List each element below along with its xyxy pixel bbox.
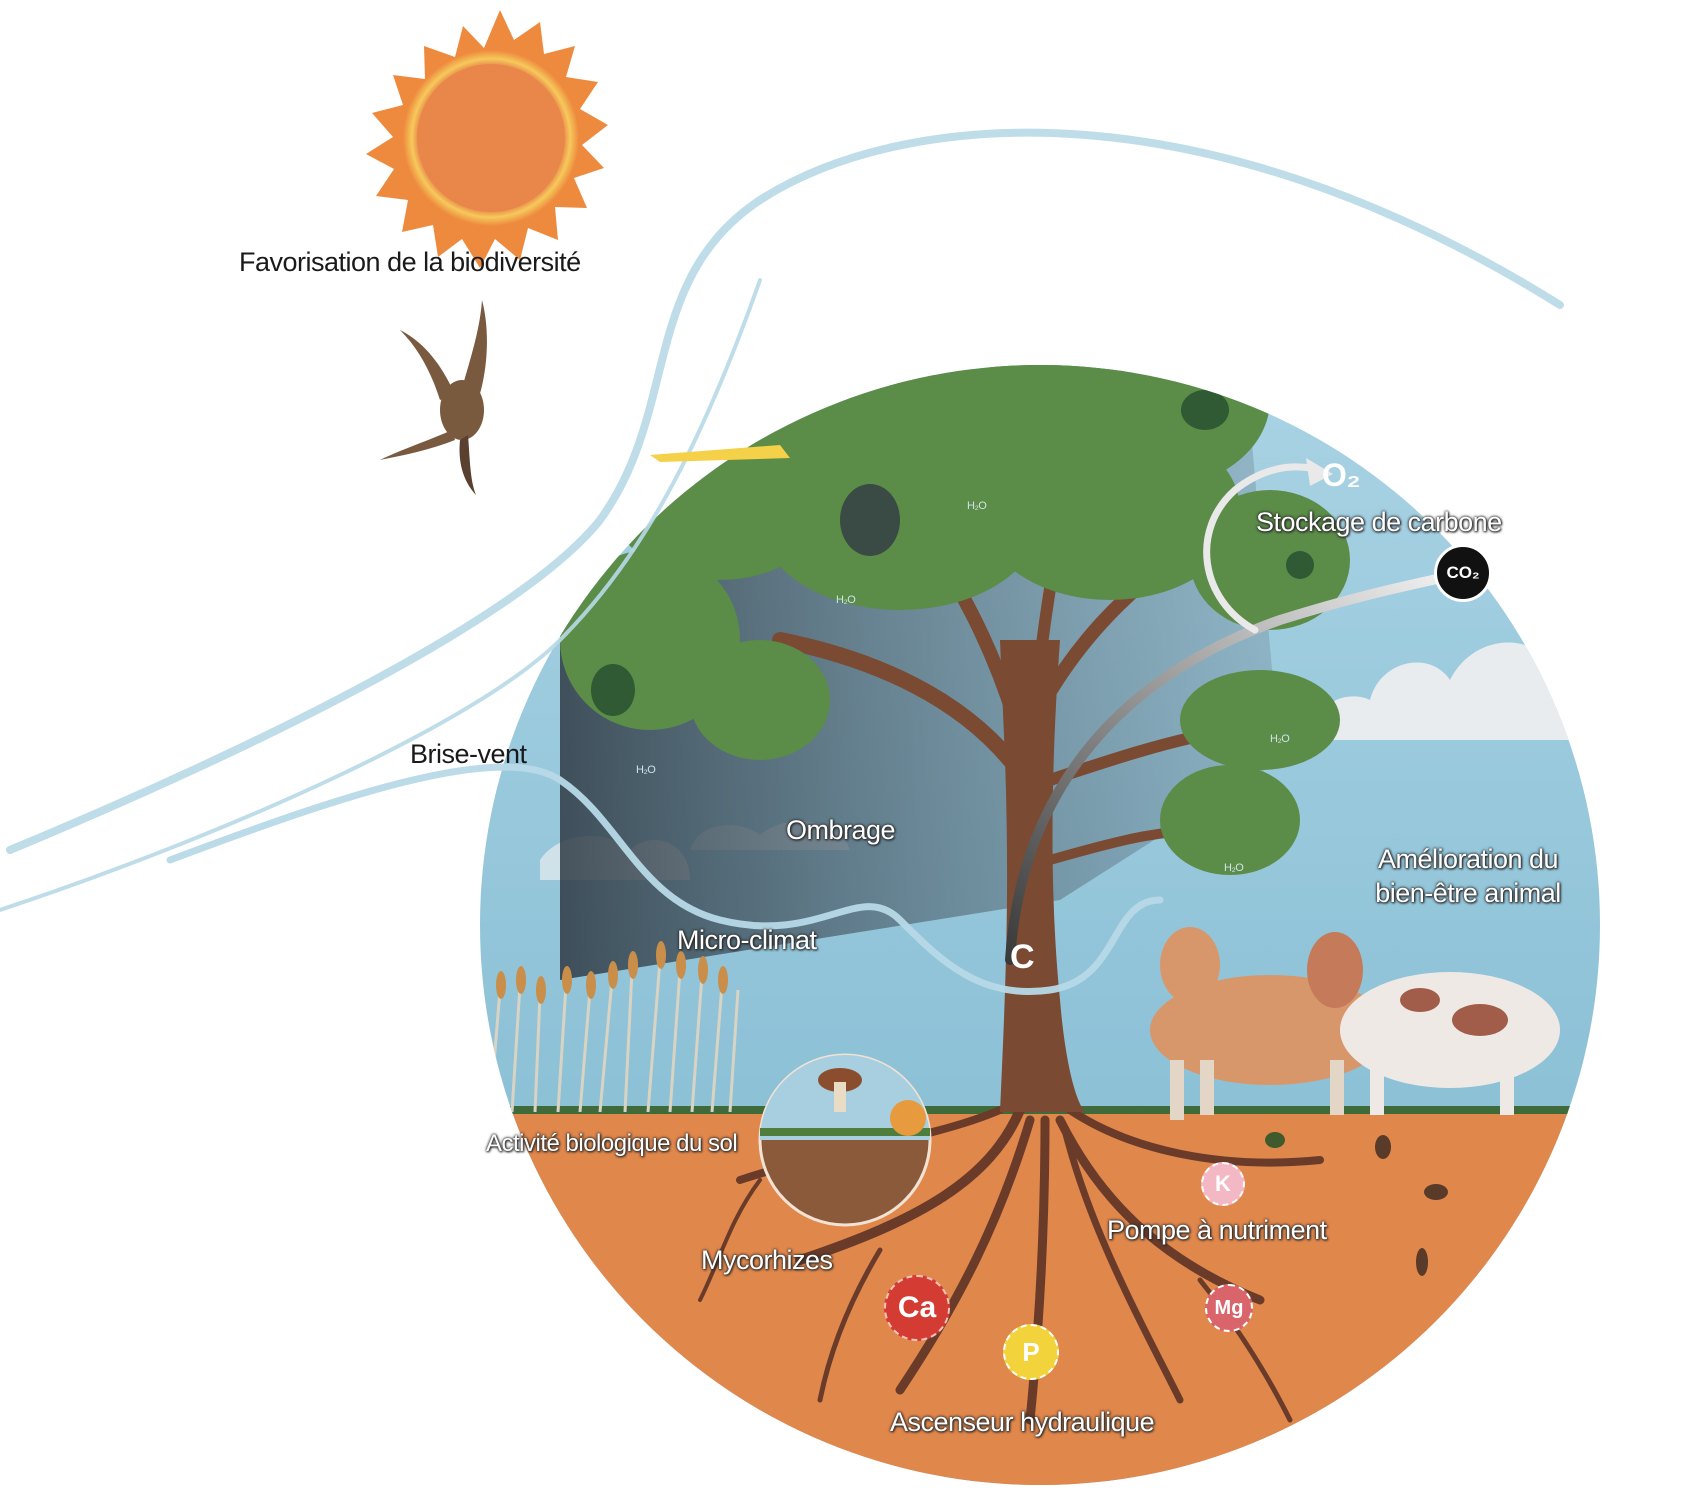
soil-biology-inset: [758, 1053, 932, 1227]
nutrient-mg-label: Mg: [1214, 1296, 1244, 1319]
canopy-shadows: [591, 365, 1314, 716]
label-biodiversity: Favorisation de la biodiversité: [239, 247, 581, 277]
label-windbreak: Brise-vent: [410, 739, 527, 769]
soil-rocks: [1265, 1132, 1448, 1276]
nutrient-p-label: P: [1022, 1336, 1040, 1367]
nutrient-mg-badge: Mg: [1205, 1284, 1253, 1332]
co2-cloud-icon: CO₂: [1434, 544, 1492, 602]
water-label-5: H₂O: [1224, 862, 1244, 874]
nutrient-p-badge: P: [1003, 1324, 1059, 1380]
scene-disc: [480, 365, 1600, 1485]
nutrient-ca-label: Ca: [897, 1291, 937, 1324]
water-label-3: H₂O: [1270, 733, 1290, 745]
eagle-icon: [380, 300, 487, 495]
wheat-heads: [480, 941, 728, 1009]
label-microclimate: Micro-climat: [677, 925, 817, 955]
water-label-2: H₂O: [836, 594, 856, 606]
oxygen-label: O₂: [1322, 457, 1361, 493]
cow-right: [1307, 932, 1560, 1115]
carbon-label: C: [1010, 938, 1035, 976]
water-label-4: H₂O: [636, 764, 656, 776]
sun-icon: [366, 10, 608, 268]
sun-ray: [650, 445, 790, 462]
label-mycorrhizae: Mycorhizes: [701, 1245, 833, 1275]
label-shade: Ombrage: [786, 815, 896, 845]
nutrient-k-badge: K: [1201, 1162, 1245, 1206]
co2-label: CO₂: [1446, 563, 1480, 582]
label-soil-activity: Activité biologique du sol: [486, 1130, 738, 1157]
label-carbon-storage: Stockage de carbone: [1256, 507, 1502, 537]
label-animal-welfare-line1: Amélioration du: [1377, 844, 1559, 874]
nutrient-k-label: K: [1215, 1171, 1231, 1196]
wind-streams: [0, 128, 1564, 995]
label-animal-welfare: Amélioration du bien-être animal: [1358, 842, 1578, 910]
water-label-1: H₂O: [967, 500, 987, 512]
label-animal-welfare-line2: bien-être animal: [1375, 878, 1561, 908]
label-hydraulic-lift: Ascenseur hydraulique: [890, 1407, 1155, 1437]
carbon-arrow: [1005, 458, 1460, 965]
label-nutrient-pump: Pompe à nutriment: [1107, 1215, 1327, 1245]
nutrient-ca-badge: Ca: [884, 1275, 950, 1341]
